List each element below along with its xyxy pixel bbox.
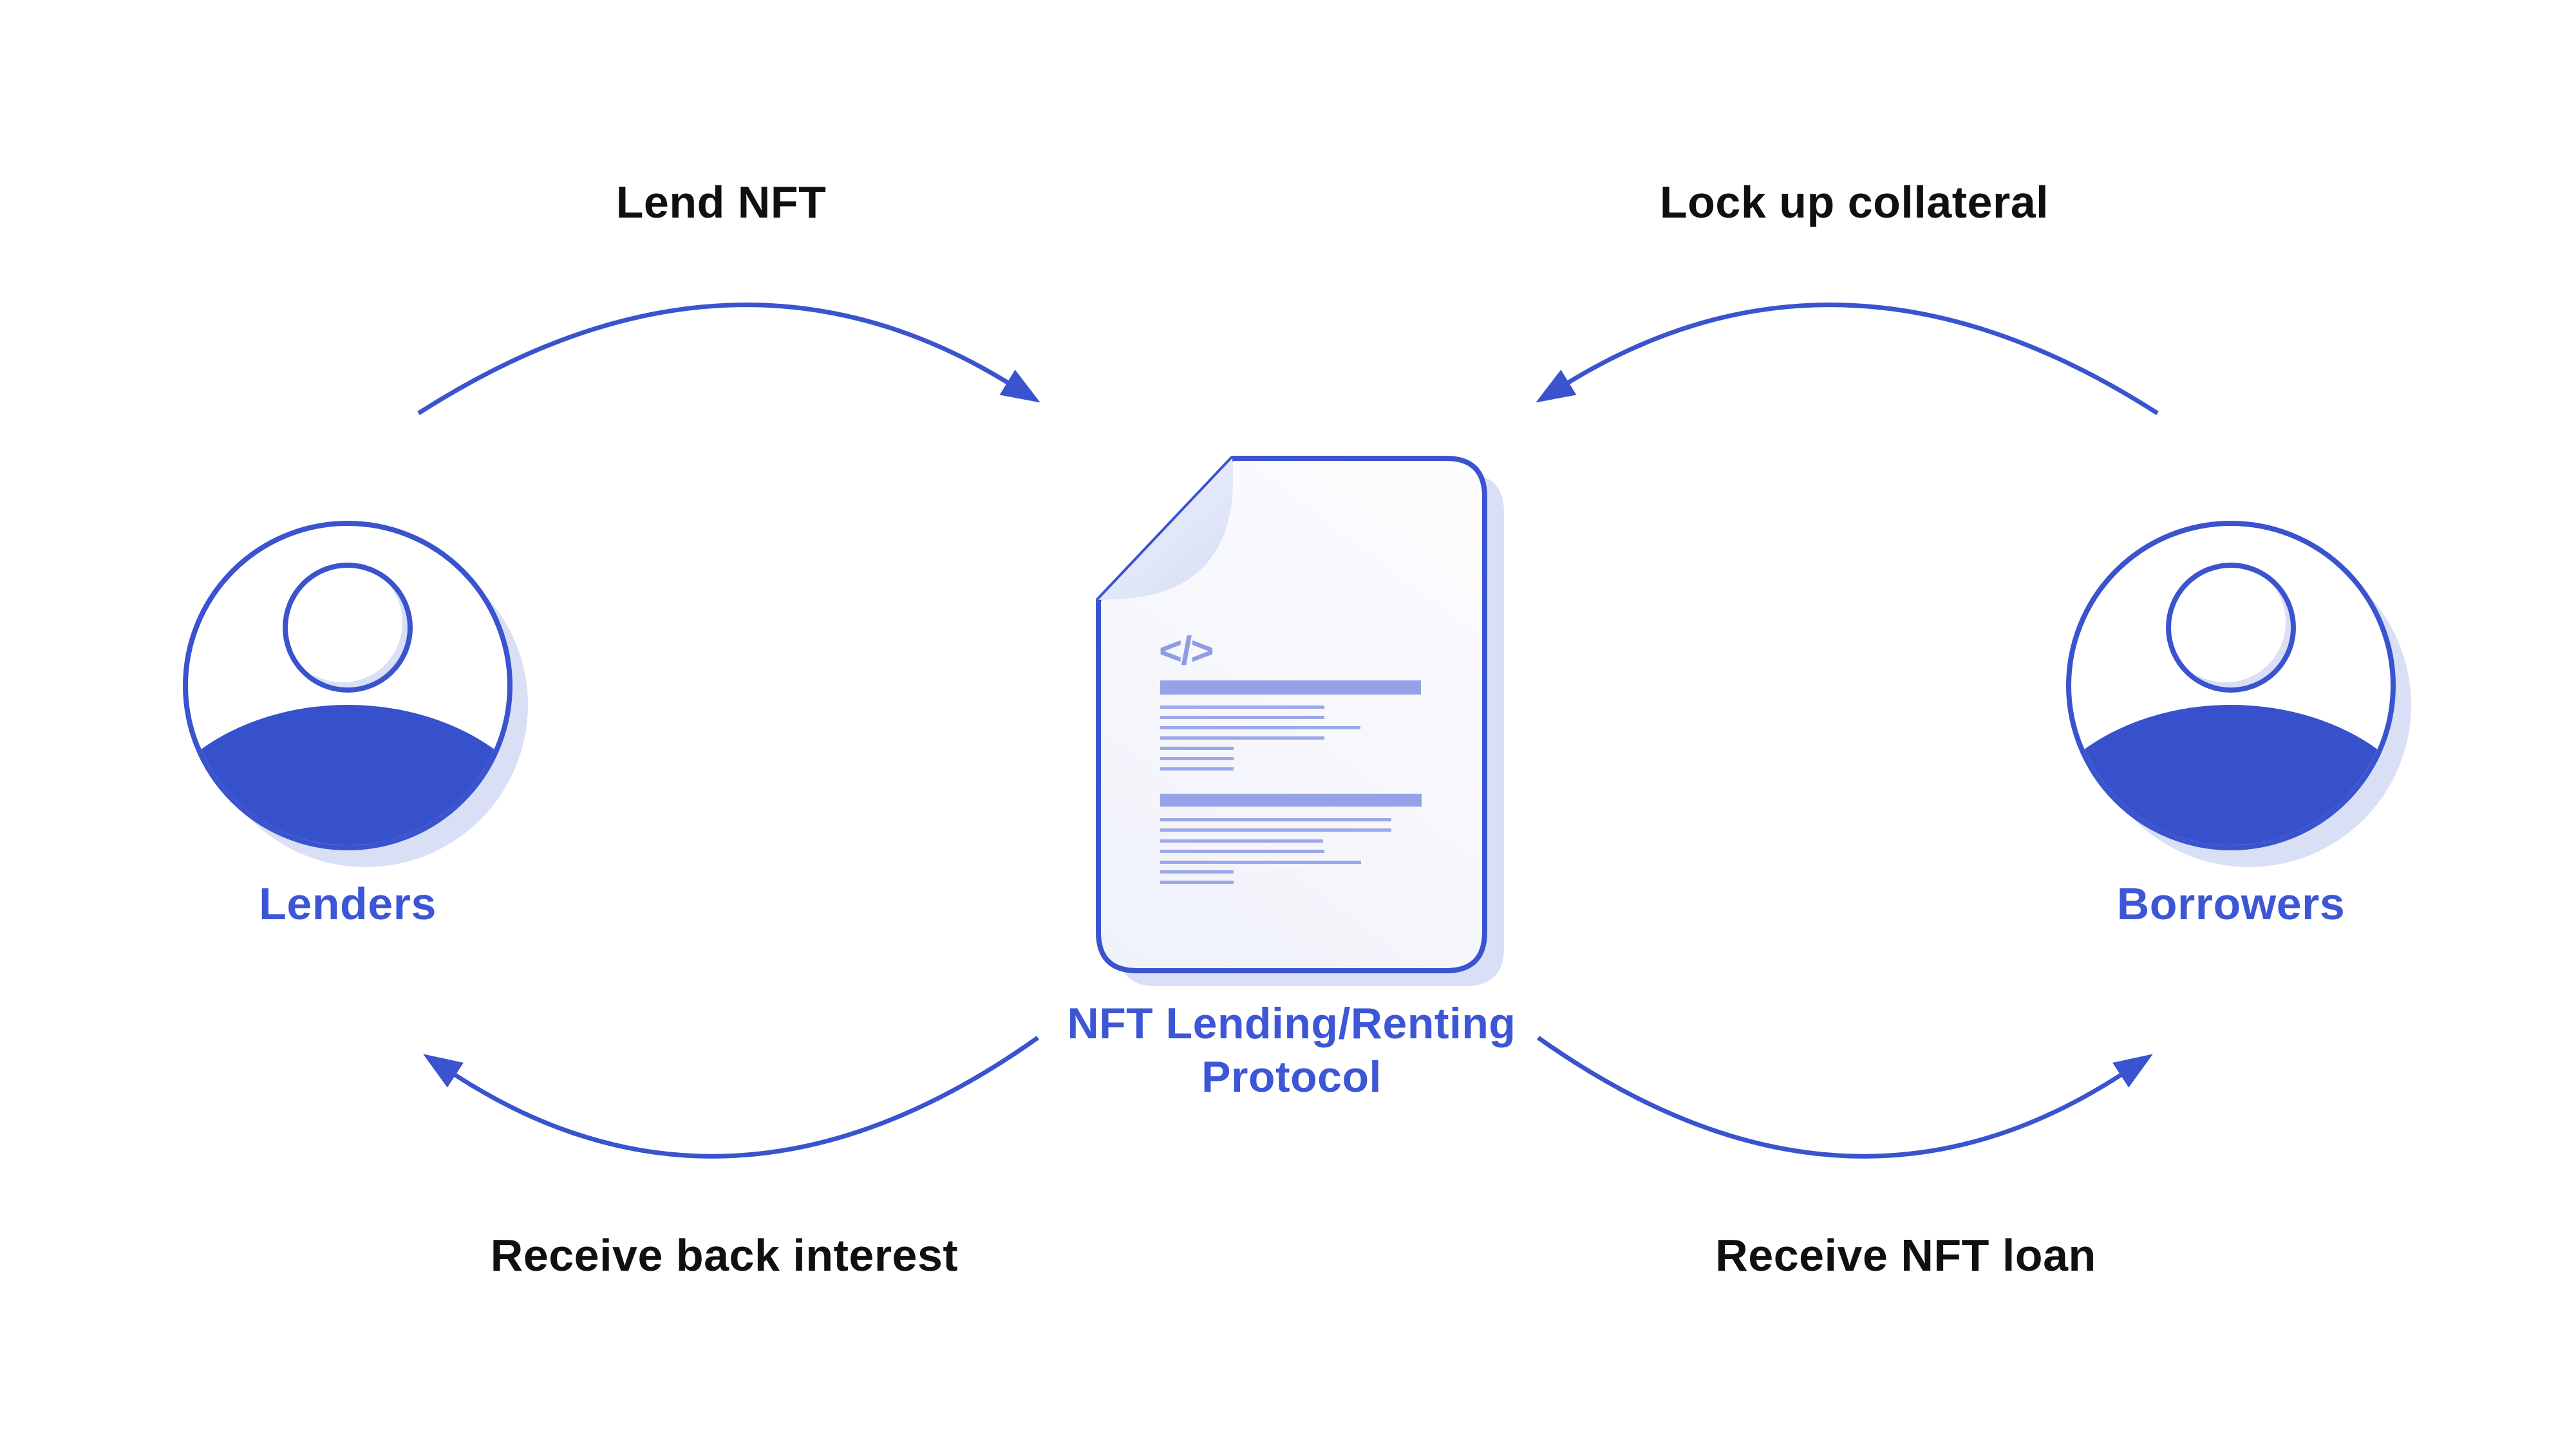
borrowers-label: Borrowers — [2116, 879, 2346, 929]
document-fold-corner — [1098, 458, 1234, 600]
receive-back-interest-arrow — [423, 1036, 1040, 1159]
protocol-document-icon: </> — [1096, 456, 1504, 986]
lenders-avatar-icon — [183, 521, 528, 867]
lock-up-collateral-label: Lock up collateral — [1659, 177, 2049, 227]
borrowers-head — [2166, 563, 2296, 693]
lenders-label: Lenders — [259, 879, 437, 929]
lend-nft-label: Lend NFT — [616, 177, 827, 227]
protocol-label-line1: NFT Lending/Renting — [1067, 999, 1516, 1048]
receive-nft-loan-label: Receive NFT loan — [1715, 1230, 2096, 1280]
lock-up-collateral-arrow — [1536, 303, 2159, 415]
receive-back-interest-label: Receive back interest — [490, 1230, 959, 1280]
protocol-label-line2: Protocol — [1201, 1052, 1382, 1101]
receive-nft-loan-arrow — [1536, 1036, 2153, 1159]
code-icon: </> — [1159, 629, 1213, 673]
lenders-shoulders — [188, 705, 507, 845]
protocol-label: NFT Lending/Renting Protocol — [1067, 997, 1516, 1104]
borrowers-shoulders — [2071, 705, 2391, 845]
flow-arrows — [417, 303, 2159, 1159]
document-text-lines — [1160, 680, 1422, 884]
lend-nft-arrow — [417, 303, 1040, 415]
lenders-head — [283, 563, 413, 693]
borrowers-avatar-icon — [2066, 521, 2411, 867]
document-body — [1096, 456, 1487, 973]
